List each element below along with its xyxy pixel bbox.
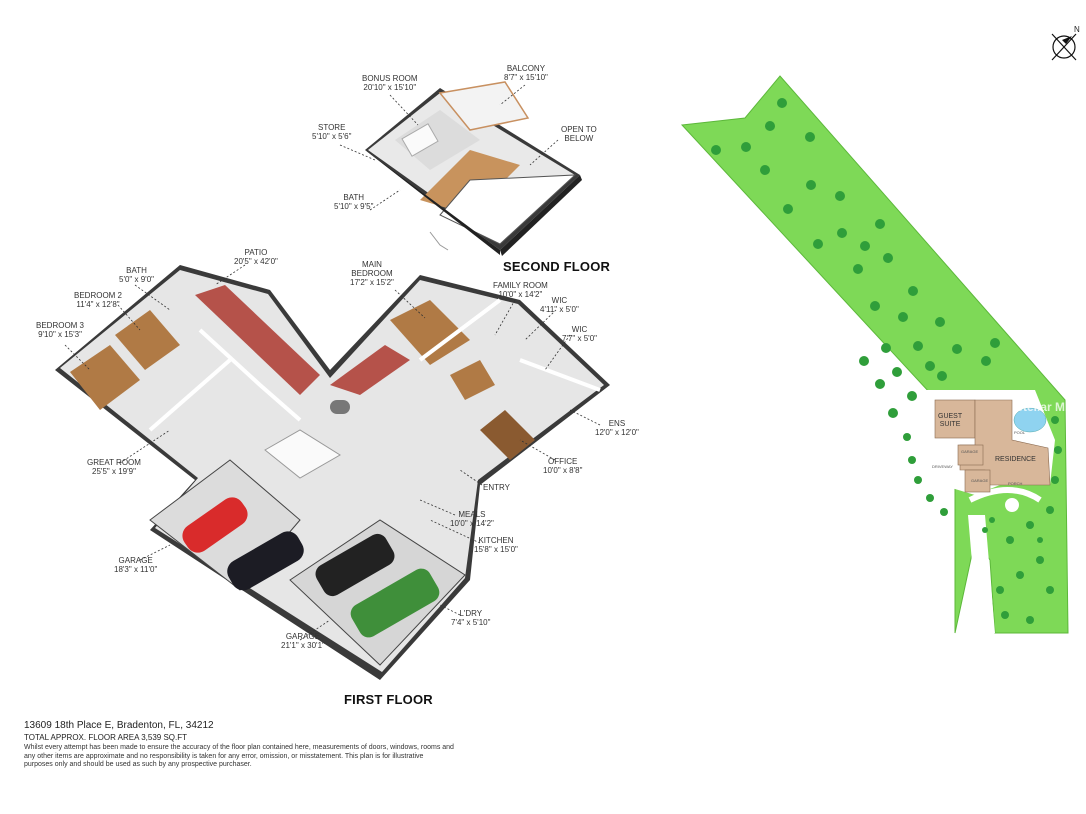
site-garage-label-2: GARAGE (971, 478, 989, 483)
car-icon (182, 497, 440, 638)
site-porch-label: PORCH (1008, 481, 1023, 486)
property-address: 13609 18th Place E, Bradenton, FL, 34212 (24, 720, 214, 731)
disclaimer: Whilst every attempt has been made to en… (24, 744, 454, 768)
compass-icon (1051, 33, 1077, 61)
site-garage-label-1: GARAGE (961, 449, 979, 454)
tree-icon (711, 98, 1062, 624)
first-floor-title: FIRST FLOOR (344, 692, 433, 707)
site-residence-label: RESIDENCE (995, 456, 1036, 463)
watermark: Stellar MLS (1015, 400, 1081, 414)
second-floor-plan (365, 81, 582, 256)
second-floor-title: SECOND FLOOR (503, 259, 611, 274)
compass-north-label: N (1074, 25, 1080, 34)
site-driveway-label: DRIVEWAY (932, 464, 953, 469)
site-pool-label: POOL (1014, 430, 1026, 435)
first-floor-plan (55, 265, 610, 680)
room-label-entry: ENTRY (483, 483, 510, 492)
pool-shape (1013, 407, 1047, 433)
guest-suite-building (934, 399, 976, 439)
site-plan (680, 33, 1077, 634)
floor-area: TOTAL APPROX. FLOOR AREA 3,539 SQ.FT (24, 733, 188, 742)
